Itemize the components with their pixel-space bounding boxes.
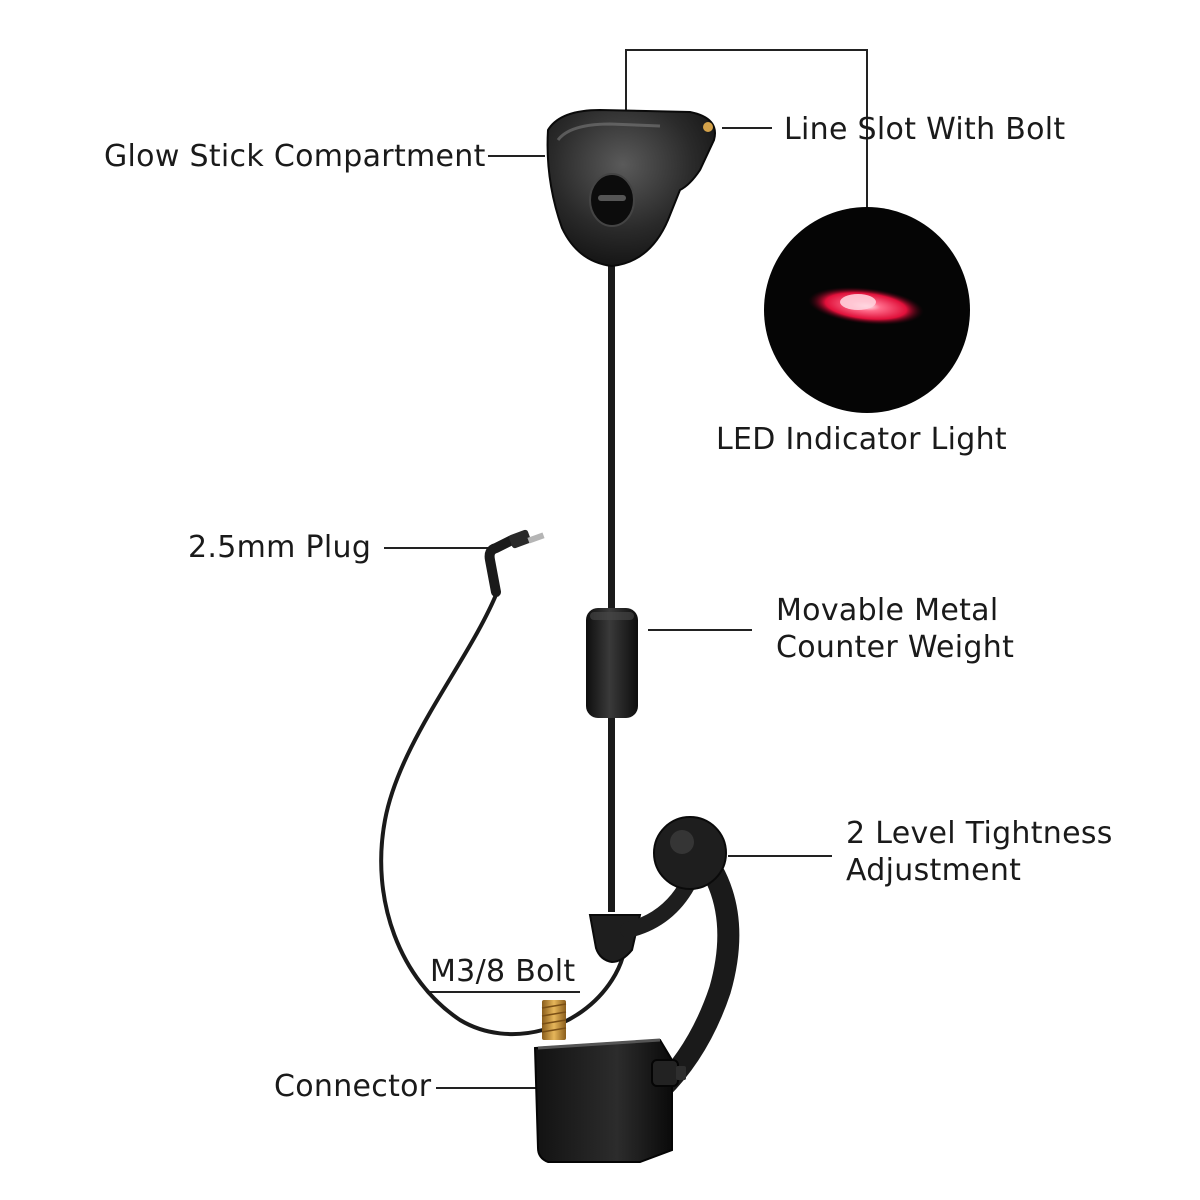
label-line-slot-with-bolt: Line Slot With Bolt xyxy=(784,112,1066,147)
label-glow-stick-compartment: Glow Stick Compartment xyxy=(104,139,486,174)
plug xyxy=(484,529,545,597)
led-inset xyxy=(764,207,970,413)
cable xyxy=(379,589,629,1036)
leader-bracket xyxy=(625,49,868,208)
counter-weight xyxy=(586,608,638,718)
leader-lines xyxy=(384,49,868,1089)
label-led-indicator-light: LED Indicator Light xyxy=(716,422,1007,457)
label-plug: 2.5mm Plug xyxy=(188,530,372,565)
label-connector: Connector xyxy=(274,1069,432,1104)
connector-block xyxy=(533,1038,686,1163)
label-tightness-line1: 2 Level Tightness xyxy=(846,816,1113,851)
rod-lower xyxy=(608,712,615,912)
brass-bolt xyxy=(541,1000,567,1040)
label-weight-line1: Movable Metal xyxy=(776,593,999,628)
indicator-head xyxy=(546,108,716,268)
label-weight-line2: Counter Weight xyxy=(776,630,1015,665)
label-m38-bolt: M3/8 Bolt xyxy=(430,954,576,989)
rod-upper xyxy=(608,262,615,614)
clamp-arm xyxy=(588,816,740,1101)
label-tightness-line2: Adjustment xyxy=(846,853,1022,888)
